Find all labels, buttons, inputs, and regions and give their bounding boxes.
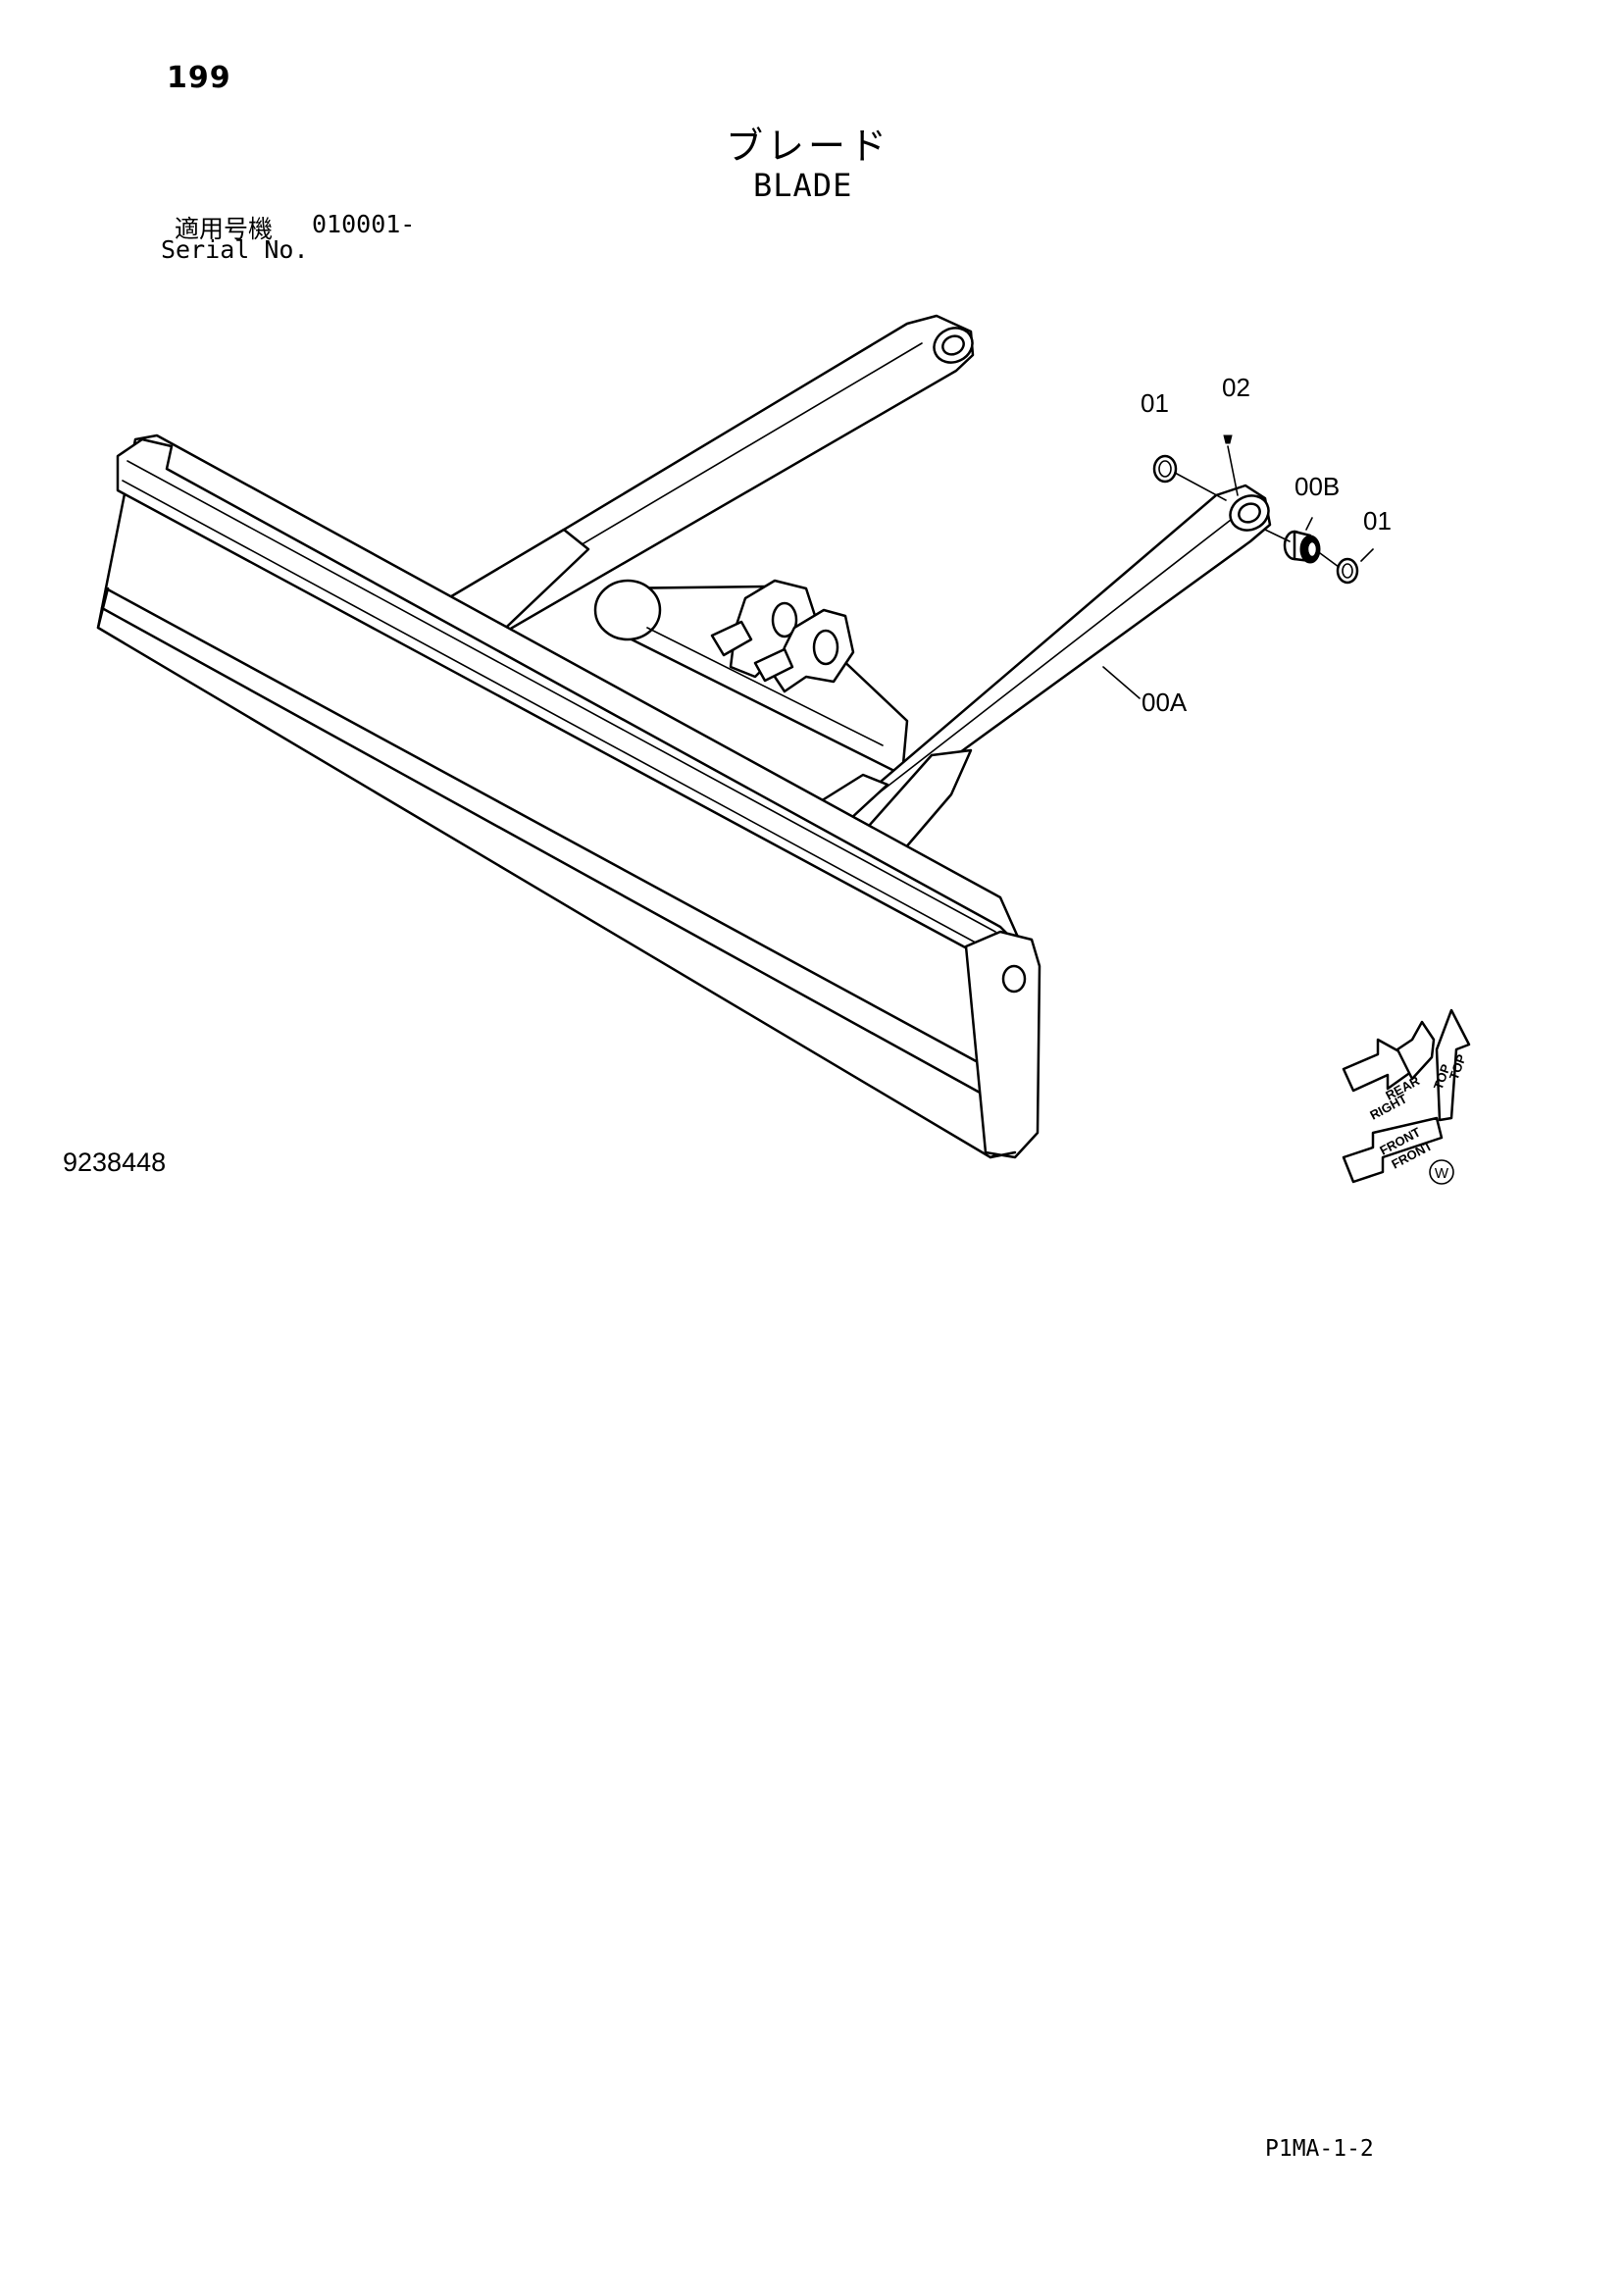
circle-mark-label: W [1435,1165,1449,1182]
footer-page-code: P1MA-1-2 [1265,2136,1374,2162]
page-number: 199 [167,61,231,95]
center-brackets [710,579,855,693]
page-title-english: BLADE [753,167,853,204]
leader-lines [1102,445,1374,699]
page-title-japanese: ブレード [726,125,891,168]
drawing-number: 9238448 [63,1148,167,1177]
serial-label-english: Serial No. [161,235,309,264]
callout-01a: 01 [1141,388,1169,418]
serial-range: 010001- [312,210,416,238]
callout-00b: 00B [1294,472,1340,501]
seal-ring-01b [1336,557,1359,585]
exploded-hardware [1152,434,1359,585]
bushing-00b [1283,530,1321,564]
callout-01b: 01 [1363,506,1392,536]
direction-orientation-icon: REAR RIGHT FRONT FRONT TOP TOP W [1342,1008,1471,1185]
callout-00a: 00A [1142,688,1188,717]
grease-fitting-02 [1223,434,1233,444]
serial-label-japanese: 適用号機 [175,215,274,243]
circle-mark-icon [1429,1159,1454,1185]
seal-ring-01a [1152,454,1178,484]
blade-body [96,434,1041,1159]
cross-tube [593,579,909,777]
callout-02: 02 [1222,373,1250,402]
